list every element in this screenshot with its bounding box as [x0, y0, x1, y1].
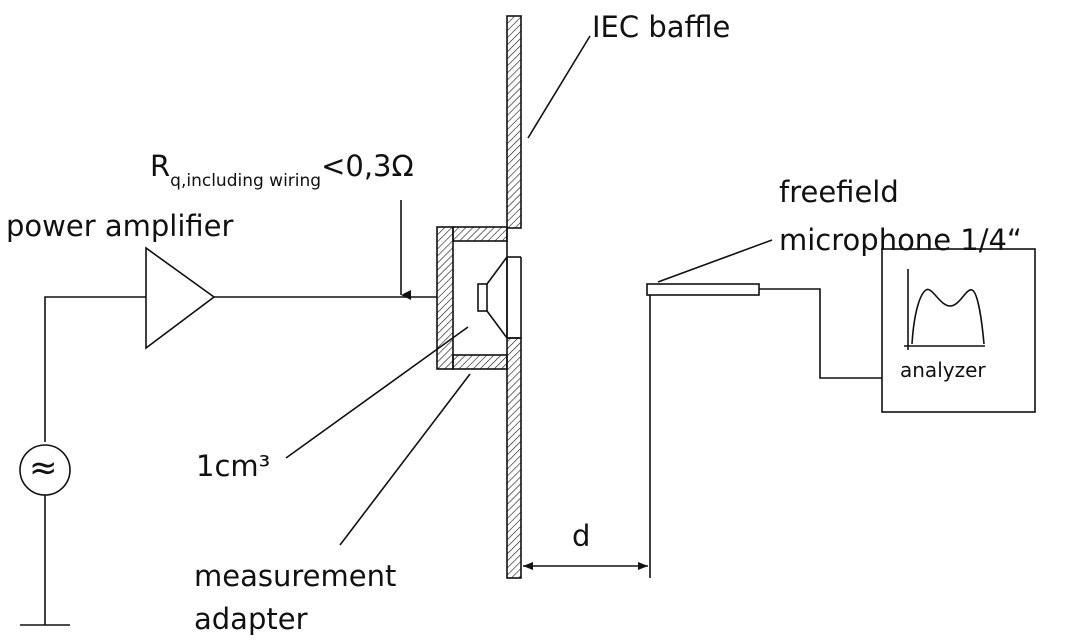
rq-symbol: R	[150, 149, 171, 183]
rq-subscript: q,including wiring	[170, 171, 322, 191]
rq-label: Rq,including wiring<0,3Ω	[150, 149, 414, 190]
amplifier-input-wire	[44, 296, 146, 442]
microphone-body	[646, 283, 760, 296]
iec-baffle-leader	[527, 35, 591, 139]
iec-baffle-label: IEC baffle	[592, 10, 731, 44]
power-amplifier-label: power amplifier	[6, 209, 234, 243]
volume-leader	[285, 326, 469, 459]
iec-baffle-lower	[506, 337, 522, 579]
signal-source-glyph: ≈	[29, 448, 58, 488]
adapter-top-wall	[452, 226, 508, 242]
analyzer-box	[881, 248, 1036, 413]
power-amplifier-symbol	[145, 246, 216, 350]
loudspeaker-driver	[477, 256, 522, 339]
analyzer-display-icon	[904, 269, 985, 350]
microphone-leader	[657, 239, 773, 283]
iec-baffle-upper	[506, 15, 522, 229]
microphone-cable	[759, 288, 882, 379]
adapter-leader	[339, 373, 471, 546]
freefield-label-line1: freefield	[779, 175, 899, 209]
adapter-label-line1: measurement	[194, 559, 397, 593]
adapter-label-line2: adapter	[194, 602, 308, 636]
volume-label: 1cm³	[196, 449, 271, 483]
freefield-label-line2: microphone 1/4“	[779, 223, 1022, 257]
adapter-outer-wall	[436, 226, 454, 370]
adapter-bottom-wall	[452, 354, 508, 370]
distance-label: d	[572, 519, 591, 553]
rq-value: <0,3Ω	[321, 149, 414, 183]
analyzer-label: analyzer	[900, 358, 986, 382]
